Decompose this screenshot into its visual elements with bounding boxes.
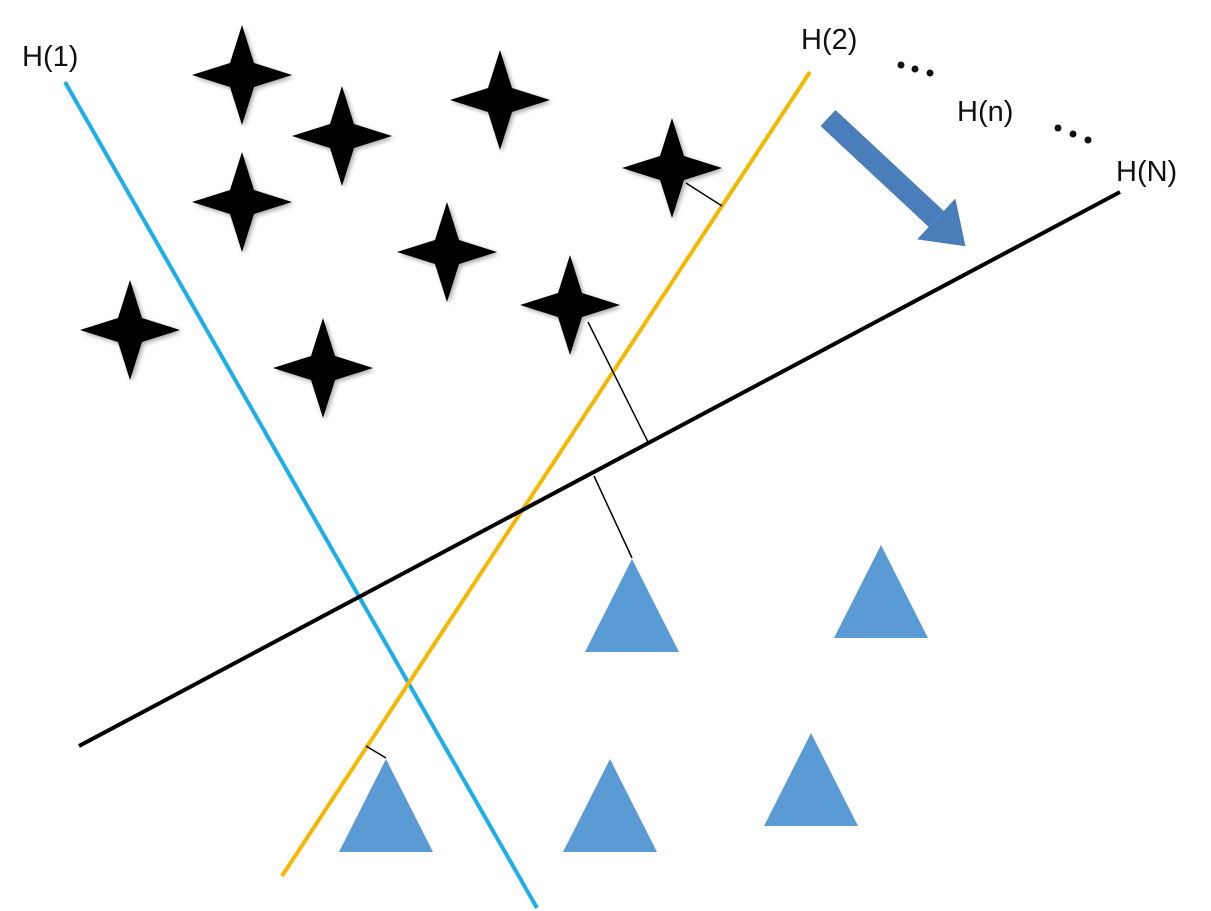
- ellipsis-icon: [897, 61, 934, 77]
- label-h1: H(1): [22, 41, 78, 73]
- ellipsis-icon: [1054, 124, 1092, 144]
- triangle-group: [339, 545, 928, 852]
- star-group: [80, 25, 722, 418]
- margin-line: [593, 475, 633, 559]
- label-hN: H(N): [1116, 156, 1177, 188]
- triangle-icon: [585, 559, 679, 652]
- hyperplane-h1-line: [63, 81, 539, 909]
- hyperplane-h2-line: [280, 70, 812, 878]
- margin-line: [587, 321, 649, 443]
- four-point-star-icon: [192, 25, 292, 125]
- four-point-star-icon: [450, 50, 550, 150]
- four-point-star-icon: [622, 118, 722, 218]
- margin-line: [365, 745, 387, 759]
- four-point-star-icon: [292, 86, 392, 186]
- triangle-icon: [764, 733, 858, 826]
- margin-line: [685, 182, 723, 207]
- hyperplane-hN-line: [78, 190, 1121, 748]
- four-point-star-icon: [80, 280, 180, 380]
- arrow-down-right-icon: [820, 109, 966, 247]
- triangle-icon: [834, 545, 928, 638]
- label-hn: H(n): [957, 96, 1013, 128]
- four-point-star-icon: [397, 202, 497, 302]
- label-h2: H(2): [801, 24, 857, 56]
- four-point-star-icon: [192, 152, 292, 252]
- triangle-icon: [563, 759, 657, 852]
- four-point-star-icon: [273, 318, 373, 418]
- four-point-star-icon: [520, 255, 620, 355]
- triangle-icon: [339, 759, 433, 852]
